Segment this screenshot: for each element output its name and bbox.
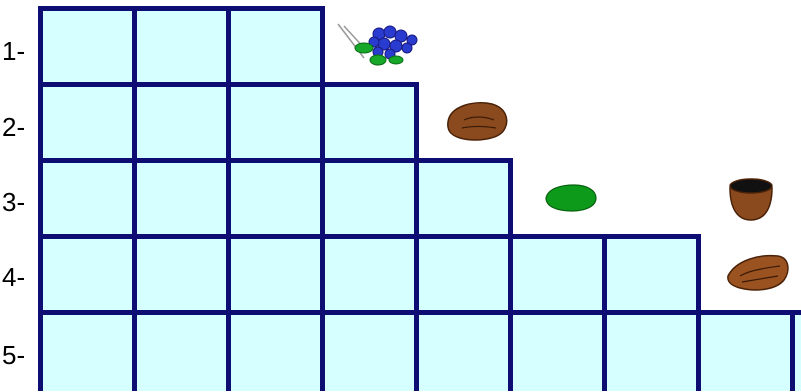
- grid-cell[interactable]: [320, 310, 419, 391]
- stair-edge: [414, 82, 419, 163]
- blueberry-bunch-icon[interactable]: [334, 20, 424, 70]
- stair-edge: [320, 6, 325, 87]
- grid-cell[interactable]: [414, 310, 513, 391]
- grid-cell[interactable]: [414, 234, 513, 315]
- row-label-2: 2-: [2, 112, 42, 142]
- stair-edge: [790, 310, 795, 391]
- grid-cell[interactable]: [38, 158, 137, 239]
- grid-cell[interactable]: [132, 6, 231, 87]
- grid-cell[interactable]: [508, 234, 607, 315]
- stair-edge: [508, 158, 513, 239]
- grid-cell[interactable]: [602, 310, 701, 391]
- grid-cell[interactable]: [38, 82, 137, 163]
- grid-cell[interactable]: [508, 310, 607, 391]
- grid-cell[interactable]: [132, 234, 231, 315]
- grid-cell[interactable]: [132, 158, 231, 239]
- grid-cell[interactable]: [414, 158, 513, 239]
- grid-cell[interactable]: [320, 82, 419, 163]
- row-label-4: 4-: [2, 262, 42, 292]
- grid-cell[interactable]: [226, 6, 325, 87]
- grid-cell[interactable]: [226, 310, 325, 391]
- grid-cell[interactable]: [226, 234, 325, 315]
- brown-seed-icon[interactable]: [444, 98, 512, 144]
- grid-cell[interactable]: [132, 82, 231, 163]
- grid-cell[interactable]: [132, 310, 231, 391]
- green-pea-icon[interactable]: [544, 183, 598, 213]
- grid-cell[interactable]: [696, 310, 801, 391]
- grid-cell[interactable]: [38, 310, 137, 391]
- grid-cell[interactable]: [226, 158, 325, 239]
- grid-cell[interactable]: [320, 158, 419, 239]
- almond-icon[interactable]: [726, 252, 792, 294]
- row-label-3: 3-: [2, 187, 42, 217]
- grid-cell[interactable]: [226, 82, 325, 163]
- grid-cell[interactable]: [38, 6, 137, 87]
- row-label-1: 1-: [2, 36, 42, 66]
- acorn-cup-icon[interactable]: [726, 176, 776, 222]
- row-label-5: 5-: [2, 340, 42, 370]
- grid-cell[interactable]: [602, 234, 701, 315]
- grid-cell[interactable]: [38, 234, 137, 315]
- stair-edge: [696, 234, 701, 315]
- grid-cell[interactable]: [320, 234, 419, 315]
